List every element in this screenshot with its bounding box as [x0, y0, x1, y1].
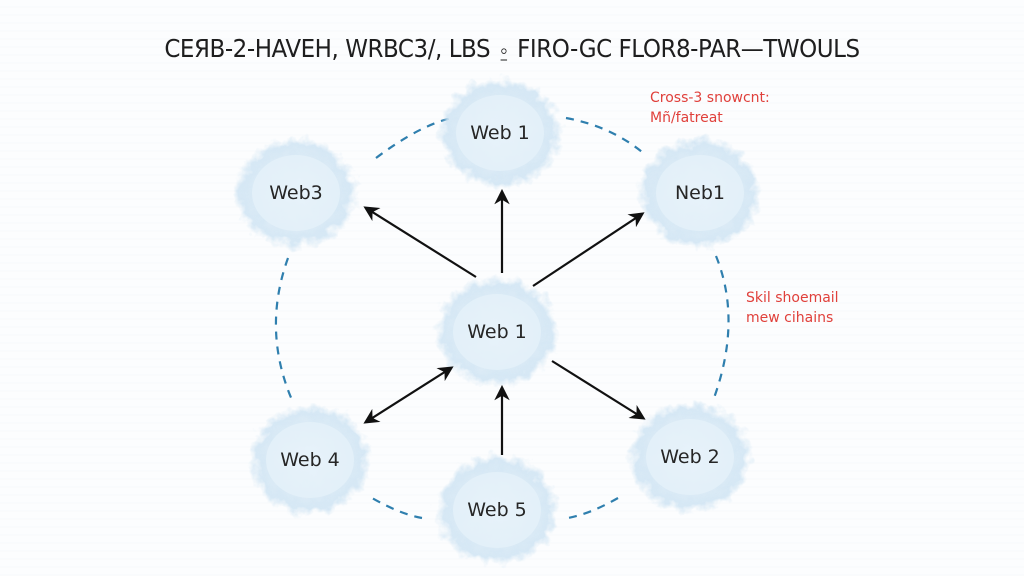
ring-segment	[274, 257, 294, 401]
ring-segment	[565, 116, 643, 153]
annotation-line: mew cihains	[746, 310, 834, 326]
node-bottom-right	[628, 401, 752, 513]
node-label-top-left: Web3	[269, 182, 323, 204]
node-label-top-right: Neb1	[674, 182, 726, 204]
diagram-title: CEЯB-2-HAVEH, WRBC3/, LBS ⍛ FIRO-GC FLOR…	[164, 34, 860, 63]
node-label-bottom-right: Web 2	[660, 446, 720, 468]
node-label-bottom: Web 5	[467, 499, 527, 521]
node-label-top: Web 1	[470, 122, 530, 144]
node-top-left	[234, 137, 358, 249]
edge-layer	[363, 188, 646, 455]
node-cloud-core	[453, 472, 541, 548]
node-layer	[234, 77, 762, 566]
node-center	[435, 276, 559, 388]
annotation-top-right: Cross-3 snowcnt: Mñ/fatreat	[650, 88, 770, 128]
node-cloud-core	[646, 419, 734, 495]
edge-center-to-top-left	[363, 206, 477, 278]
node-top	[438, 77, 562, 189]
annotation-line: Mñ/fatreat	[650, 110, 723, 126]
annotation-line: Skil shoemail	[746, 290, 839, 306]
ring-segment	[567, 497, 619, 520]
node-cloud-core	[453, 294, 541, 370]
node-bottom-left	[248, 404, 372, 516]
node-top-right	[638, 137, 762, 249]
node-bottom	[435, 454, 559, 566]
node-cloud-core	[456, 95, 544, 171]
annotation-line: Cross-3 snowcnt:	[650, 90, 770, 106]
ring-segment	[371, 497, 423, 520]
node-label-center: Web 1	[467, 321, 527, 343]
annotation-right: Skil shoemail mew cihains	[746, 288, 839, 328]
node-label-bottom-left: Web 4	[280, 449, 340, 471]
node-cloud-core	[656, 155, 744, 231]
node-cloud-core	[252, 155, 340, 231]
ring-segment	[712, 255, 730, 399]
edge-center-to-bottom-left	[363, 366, 454, 424]
edge-center-to-bottom-right	[551, 360, 646, 420]
node-cloud-core	[266, 422, 354, 498]
edge-center-to-top-right	[532, 212, 645, 287]
